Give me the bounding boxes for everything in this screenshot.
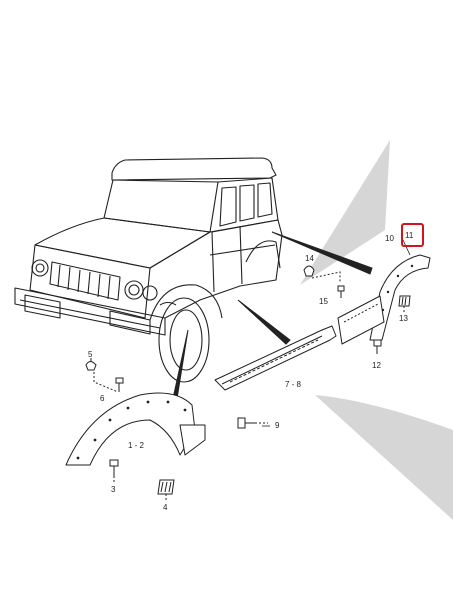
callout-7-8[interactable]: 7 - 8 — [285, 380, 302, 389]
part-screw-9 — [237, 417, 268, 429]
callout-14[interactable]: 14 — [305, 254, 314, 263]
vehicle-bumper — [14, 287, 166, 336]
part-screw-3 — [109, 459, 119, 484]
part-clip-4 — [157, 479, 175, 502]
callout-9[interactable]: 9 — [275, 421, 280, 430]
callout-15[interactable]: 15 — [319, 297, 328, 306]
rear-fender — [245, 240, 281, 269]
callout-13[interactable]: 13 — [399, 314, 408, 323]
selected-callout-box — [401, 223, 424, 247]
vehicle-front — [29, 244, 151, 319]
shadow-lower — [315, 395, 453, 520]
vehicle — [14, 157, 283, 383]
callout-1-2[interactable]: 1 - 2 — [128, 441, 145, 450]
callout-6[interactable]: 6 — [100, 394, 105, 403]
part-clip-13 — [398, 295, 411, 312]
background-shadows — [300, 140, 453, 520]
callout-12[interactable]: 12 — [372, 361, 381, 370]
callout-11[interactable]: 11 — [405, 231, 414, 240]
callout-5[interactable]: 5 — [88, 350, 93, 359]
vehicle-roof — [111, 157, 277, 181]
part-panel-12 — [337, 295, 385, 354]
vehicle-side — [149, 219, 283, 319]
side-window-1 — [219, 186, 237, 227]
headlight-right — [124, 280, 144, 300]
callout-3[interactable]: 3 — [111, 485, 116, 494]
vehicle-hood — [34, 217, 211, 269]
part-sill-7-8 — [214, 325, 337, 391]
part-front-flare — [65, 392, 206, 466]
side-window-3 — [257, 182, 273, 218]
shadow-upper — [300, 140, 390, 285]
callout-10[interactable]: 10 — [385, 234, 394, 243]
front-fender — [149, 284, 223, 321]
part-fastener-14-15 — [303, 265, 345, 298]
callout-lines — [262, 239, 411, 427]
front-wheel — [158, 297, 210, 383]
headlight-left — [31, 259, 49, 277]
side-window-2 — [239, 184, 255, 222]
vehicle-windshield — [103, 179, 219, 233]
part-fastener-5-6 — [85, 358, 124, 393]
callout-4[interactable]: 4 — [163, 503, 168, 512]
